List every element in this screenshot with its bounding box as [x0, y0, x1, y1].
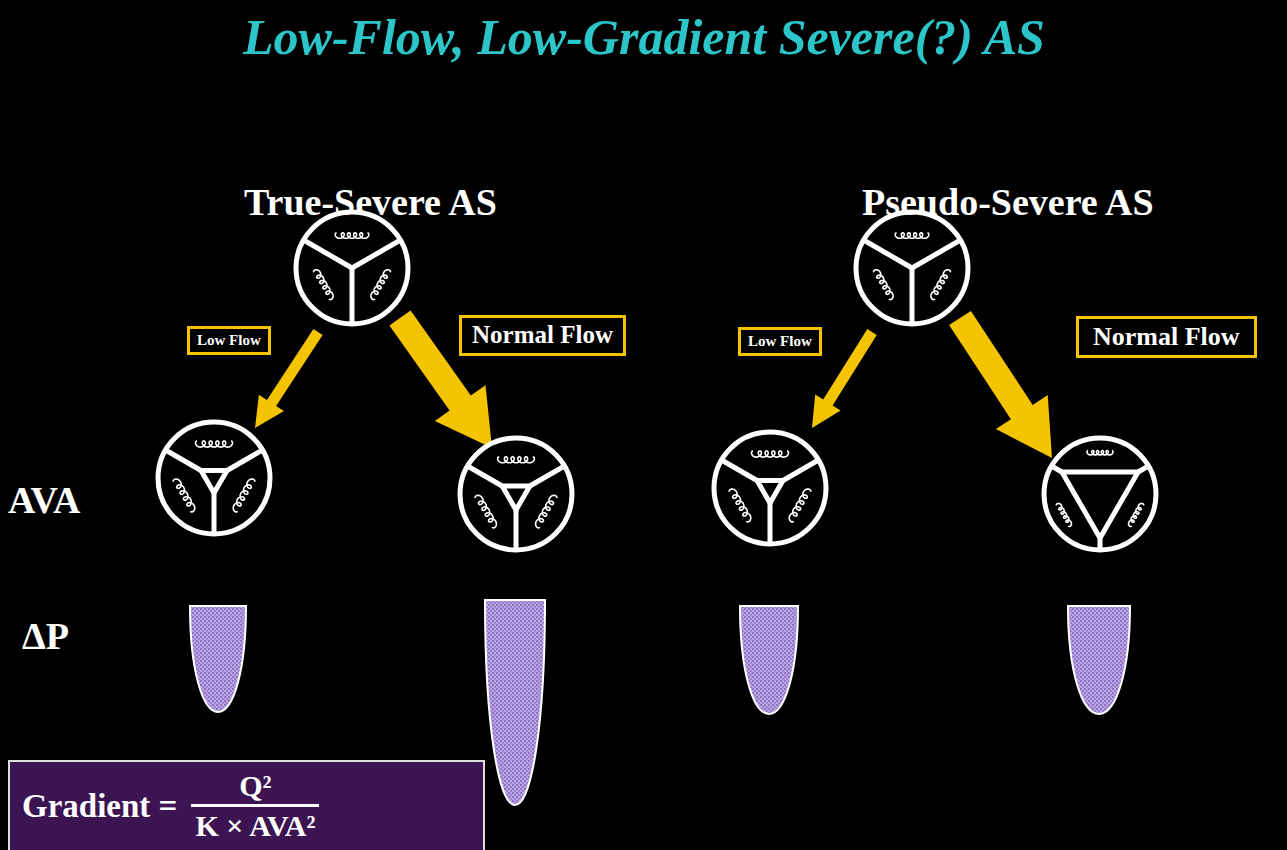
formula-lhs: Gradient =	[22, 788, 177, 825]
pressure-gradient	[1068, 606, 1130, 714]
leaflet-coil	[729, 489, 750, 522]
flow-arrow	[949, 311, 1052, 458]
flow-label: Normal Flow	[472, 321, 613, 350]
valve-opening	[201, 471, 227, 494]
leaflet-coil	[931, 270, 951, 300]
column-heading: Pseudo-Severe AS	[862, 180, 1154, 224]
commissure-line	[530, 466, 565, 486]
formula-box: Gradient = Q²K × AVA²	[8, 760, 485, 850]
commissure-line	[783, 460, 819, 481]
leaflet-coil	[752, 451, 789, 457]
commissure-line	[722, 460, 758, 481]
leaflet-coil	[371, 270, 391, 300]
leaflet-coil	[475, 495, 496, 528]
valve-opening	[502, 486, 530, 510]
commissure-line	[350, 268, 355, 324]
valve-ring	[1044, 438, 1156, 550]
commissure-line	[304, 240, 352, 268]
commissure-line	[514, 510, 519, 550]
leaflet-coil	[335, 233, 369, 239]
leaflet-coil	[498, 457, 535, 463]
valve-opening	[757, 481, 783, 504]
commissure-line	[912, 240, 960, 268]
commissure-line	[468, 466, 503, 486]
leaflet-coil	[314, 270, 334, 300]
flow-label-box: Low Flow	[738, 327, 822, 356]
leaflet-coil	[874, 270, 894, 300]
commissure-line	[864, 240, 912, 268]
pressure-gradient	[485, 600, 545, 805]
leaflet-coil	[1129, 503, 1144, 526]
valve-ring	[296, 212, 408, 324]
valve-ring	[714, 432, 826, 544]
pressure-gradient	[740, 606, 798, 714]
leaflet-coil	[536, 495, 557, 528]
pressure-gradient	[190, 606, 246, 712]
leaflet-coil	[1056, 503, 1071, 526]
commissure-line	[768, 503, 773, 544]
leaflet-coil	[173, 479, 194, 512]
column-heading: True-Severe AS	[244, 180, 497, 224]
flow-label-box: Low Flow	[187, 326, 271, 355]
flow-label: Low Flow	[748, 333, 812, 350]
flow-label: Low Flow	[197, 332, 261, 349]
slide-title: Low-Flow, Low-Gradient Severe(?) AS	[243, 8, 1045, 66]
leaflet-coil	[233, 479, 254, 512]
valve-ring	[856, 212, 968, 324]
formula-numerator: Q²	[235, 769, 275, 804]
leaflet-coil	[789, 489, 810, 522]
leaflet-coil	[196, 441, 233, 447]
flow-label-box: Normal Flow	[1076, 316, 1257, 358]
commissure-line	[212, 493, 217, 534]
commissure-line	[166, 450, 202, 471]
commissure-line	[227, 450, 263, 471]
commissure-line	[910, 268, 915, 324]
flow-label: Normal Flow	[1093, 322, 1240, 352]
row-label: AVA	[8, 478, 81, 522]
valve-ring	[460, 438, 572, 550]
valve-opening	[1062, 472, 1138, 538]
leaflet-coil	[895, 233, 929, 239]
row-label: ΔP	[22, 614, 69, 658]
commissure-line	[352, 240, 400, 268]
leaflet-coil	[1087, 451, 1113, 455]
formula-denominator: K × AVA²	[191, 804, 319, 844]
formula-fraction: Q²K × AVA²	[191, 769, 319, 843]
flow-label-box: Normal Flow	[459, 315, 626, 356]
valve-ring	[158, 422, 270, 534]
